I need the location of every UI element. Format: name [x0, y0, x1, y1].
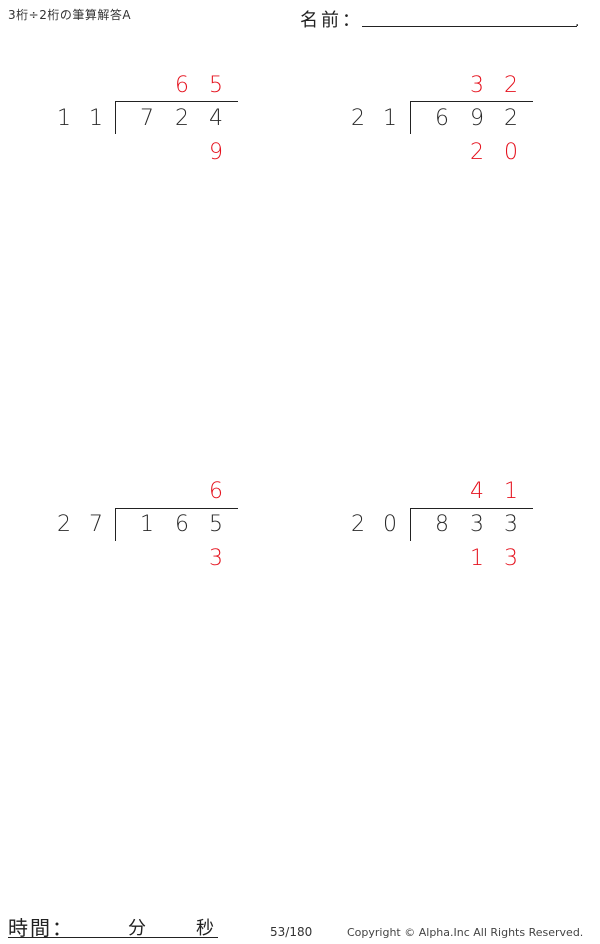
divisor-digit: 0 — [383, 512, 397, 537]
quotient-digit: 1 — [504, 479, 518, 504]
dividend-digit: 2 — [504, 106, 518, 131]
division-bracket — [115, 508, 116, 541]
divisor-digit: 2 — [351, 512, 365, 537]
name-label: 名前： — [300, 10, 363, 31]
divisor-digit: 1 — [57, 106, 71, 131]
name-line-end: . — [575, 14, 580, 30]
dividend-digit: 6 — [435, 106, 449, 131]
dividend-digit: 4 — [209, 106, 223, 131]
quotient-digit: 3 — [470, 73, 484, 98]
remainder-digit: 3 — [209, 546, 223, 571]
copyright-text: Copyright © Alpha.Inc All Rights Reserve… — [347, 926, 584, 939]
divisor-digit: 7 — [89, 512, 103, 537]
dividend-digit: 6 — [175, 512, 189, 537]
time-field-line[interactable] — [8, 937, 218, 938]
dividend-digit: 1 — [140, 512, 154, 537]
remainder-digit: 9 — [209, 140, 223, 165]
dividend-digit: 5 — [209, 512, 223, 537]
division-bar — [410, 508, 533, 509]
division-bar — [410, 101, 533, 102]
quotient-digit: 2 — [504, 73, 518, 98]
remainder-digit: 3 — [504, 546, 518, 571]
division-bracket — [410, 508, 411, 541]
dividend-digit: 2 — [175, 106, 189, 131]
remainder-digit: 2 — [470, 140, 484, 165]
division-bar — [115, 508, 238, 509]
remainder-digit: 0 — [504, 140, 518, 165]
dividend-digit: 3 — [504, 512, 518, 537]
division-bracket — [410, 101, 411, 134]
quotient-digit: 5 — [209, 73, 223, 98]
divisor-digit: 1 — [383, 106, 397, 131]
quotient-digit: 6 — [175, 73, 189, 98]
divisor-digit: 2 — [57, 512, 71, 537]
division-bar — [115, 101, 238, 102]
dividend-digit: 3 — [470, 512, 484, 537]
remainder-digit: 1 — [470, 546, 484, 571]
dividend-digit: 9 — [470, 106, 484, 131]
dividend-digit: 7 — [140, 106, 154, 131]
minutes-label: 分 — [128, 918, 146, 939]
seconds-label: 秒 — [196, 918, 214, 939]
divisor-digit: 2 — [351, 106, 365, 131]
time-label: 時間： — [8, 916, 74, 940]
quotient-digit: 4 — [470, 479, 484, 504]
worksheet-title: 3桁÷2桁の筆算解答A — [8, 8, 132, 22]
division-bracket — [115, 101, 116, 134]
page-number: 53/180 — [270, 925, 313, 939]
dividend-digit: 8 — [435, 512, 449, 537]
quotient-digit: 6 — [209, 479, 223, 504]
name-field-line[interactable] — [362, 26, 577, 27]
divisor-digit: 1 — [89, 106, 103, 131]
